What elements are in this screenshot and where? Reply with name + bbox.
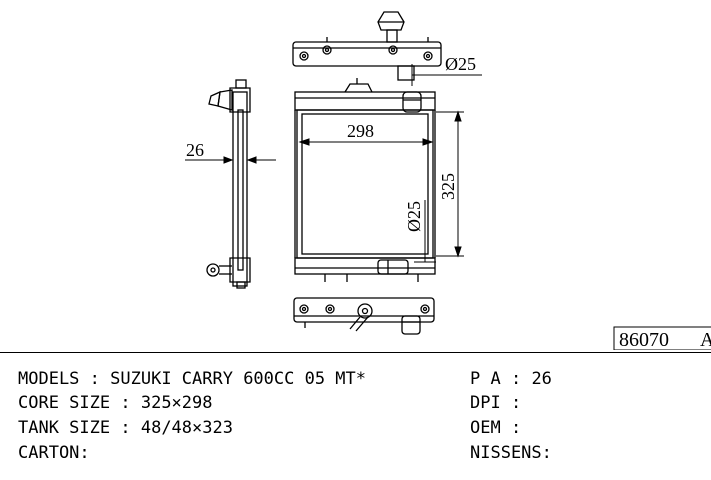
- dim-core-height: 325: [438, 173, 458, 200]
- spec-pa: P A : 26: [470, 369, 552, 389]
- spec-label: DPI: [470, 393, 501, 413]
- spec-models: MODELS : SUZUKI CARRY 600CC 05 MT*: [18, 369, 367, 389]
- dim-outlet-dia-side: Ø25: [404, 201, 424, 232]
- divider-line: [0, 352, 711, 353]
- side-view: [206, 79, 251, 289]
- spec-label: CORE SIZE: [18, 393, 111, 413]
- spec-nissens: NISSENS:: [470, 443, 552, 463]
- spec-label: TANK SIZE: [18, 418, 111, 438]
- spec-dpi: DPI :: [470, 393, 532, 413]
- spec-tank-size: TANK SIZE : 48/48×323: [18, 418, 233, 438]
- bottom-tank-view: [293, 297, 435, 335]
- spec-label: MODELS: [18, 369, 80, 389]
- spec-value: SUZUKI CARRY 600CC 05 MT*: [110, 369, 367, 389]
- spec-value: 325×298: [140, 393, 213, 413]
- spec-oem: OEM :: [470, 418, 532, 438]
- spec-label: P A: [470, 369, 501, 389]
- dim-outlet-dia-top: Ø25: [445, 54, 476, 74]
- spec-label: CARTON: [18, 443, 80, 463]
- dim-tank-width: 26: [186, 140, 204, 160]
- top-tank-view: [292, 11, 442, 81]
- spec-carton: CARTON:: [18, 443, 90, 463]
- spec-value: 48/48×323: [140, 418, 233, 438]
- part-number-box: [613, 326, 711, 350]
- radiator-drawing: 26 298 Ø25 325 Ø25 86070 A: [185, 11, 711, 350]
- dim-core-width: 298: [347, 121, 374, 141]
- dimension-lines: [185, 64, 482, 263]
- spec-label: OEM: [470, 418, 501, 438]
- part-number: 86070: [619, 329, 669, 350]
- spec-core-size: CORE SIZE : 325×298: [18, 393, 213, 413]
- spec-table: MODELS : SUZUKI CARRY 600CC 05 MT* CORE …: [0, 350, 711, 480]
- part-number-suffix: A: [700, 329, 711, 350]
- spec-value: 26: [531, 369, 552, 389]
- front-view: [294, 78, 436, 282]
- spec-label: NISSENS: [470, 443, 542, 463]
